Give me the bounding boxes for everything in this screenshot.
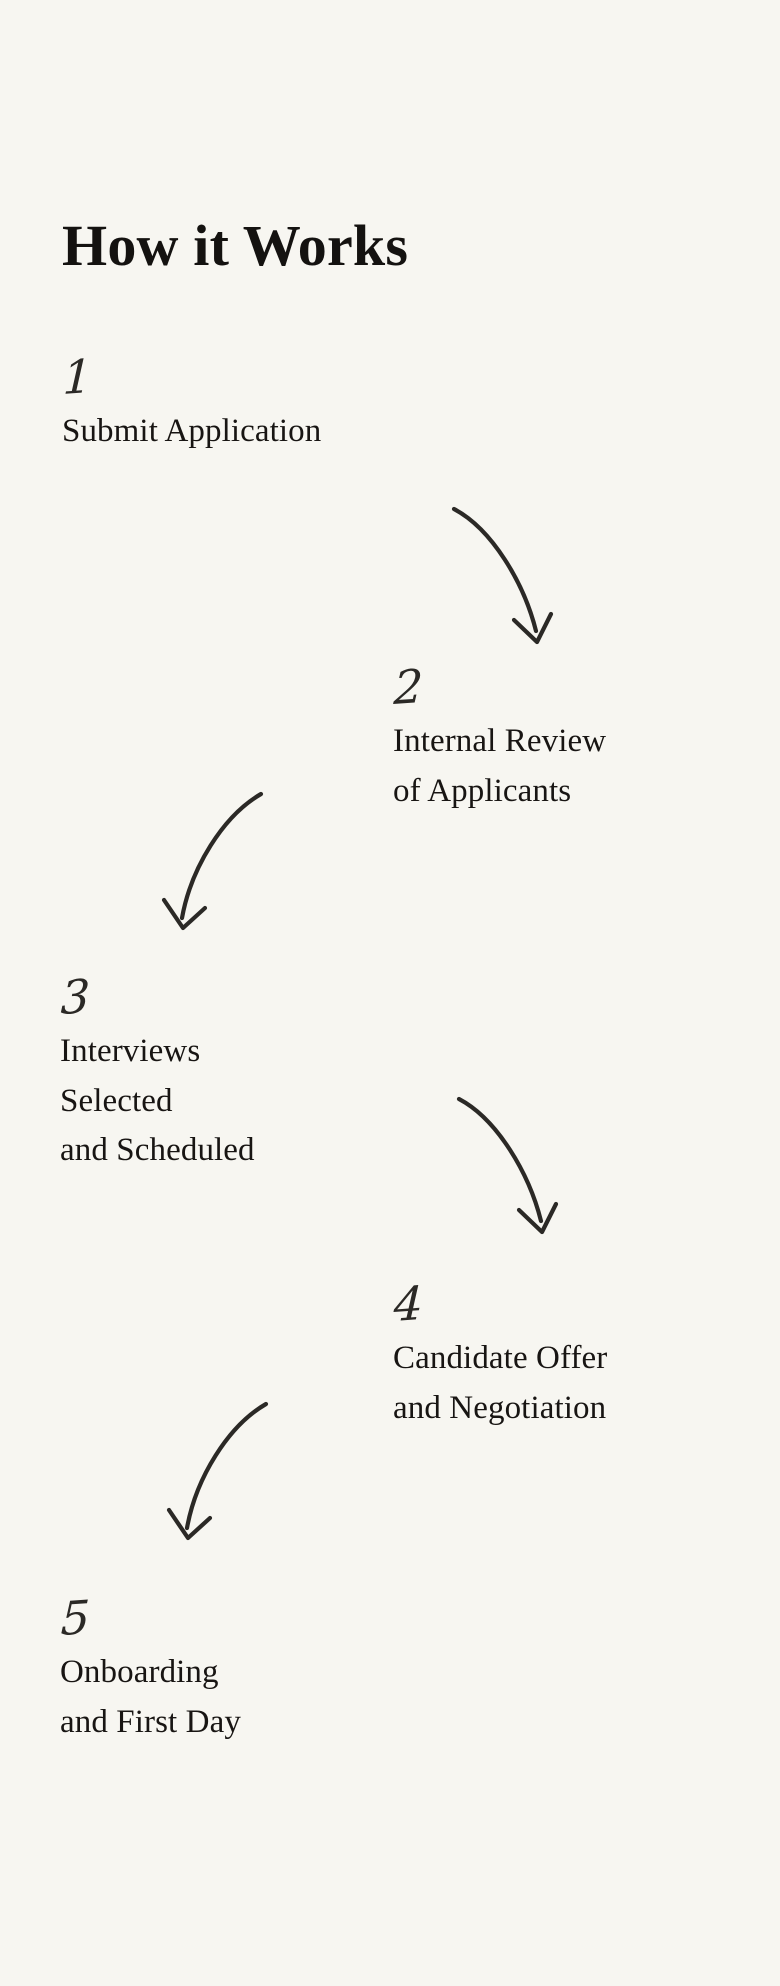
page-title: How it Works: [62, 212, 409, 278]
step-label-5: Onboarding and First Day: [60, 1654, 241, 1740]
step-number-3: 3: [59, 968, 91, 1026]
curved-arrow-4-icon: [160, 1400, 280, 1550]
step-label-1: Submit Application: [62, 413, 322, 449]
step-label-2: Internal Review of Applicants: [393, 723, 607, 809]
step-label-4: Candidate Offer and Negotiation: [393, 1340, 608, 1426]
step-item-1: 1 Submit Application: [61, 348, 322, 457]
step-item-3: 3 Interviews Selected and Scheduled: [59, 968, 255, 1176]
curved-arrow-2-icon: [155, 790, 275, 940]
step-number-5: 5: [59, 1589, 91, 1647]
step-item-5: 5 Onboarding and First Day: [59, 1589, 241, 1747]
step-label-3: Interviews Selected and Scheduled: [60, 1033, 255, 1168]
curved-arrow-3-icon: [455, 1095, 585, 1245]
step-item-4: 4 Candidate Offer and Negotiation: [392, 1275, 608, 1433]
step-number-2: 2: [392, 658, 424, 716]
curved-arrow-1-icon: [450, 505, 580, 655]
step-number-1: 1: [61, 348, 93, 406]
step-number-4: 4: [392, 1275, 424, 1333]
step-item-2: 2 Internal Review of Applicants: [392, 658, 607, 816]
